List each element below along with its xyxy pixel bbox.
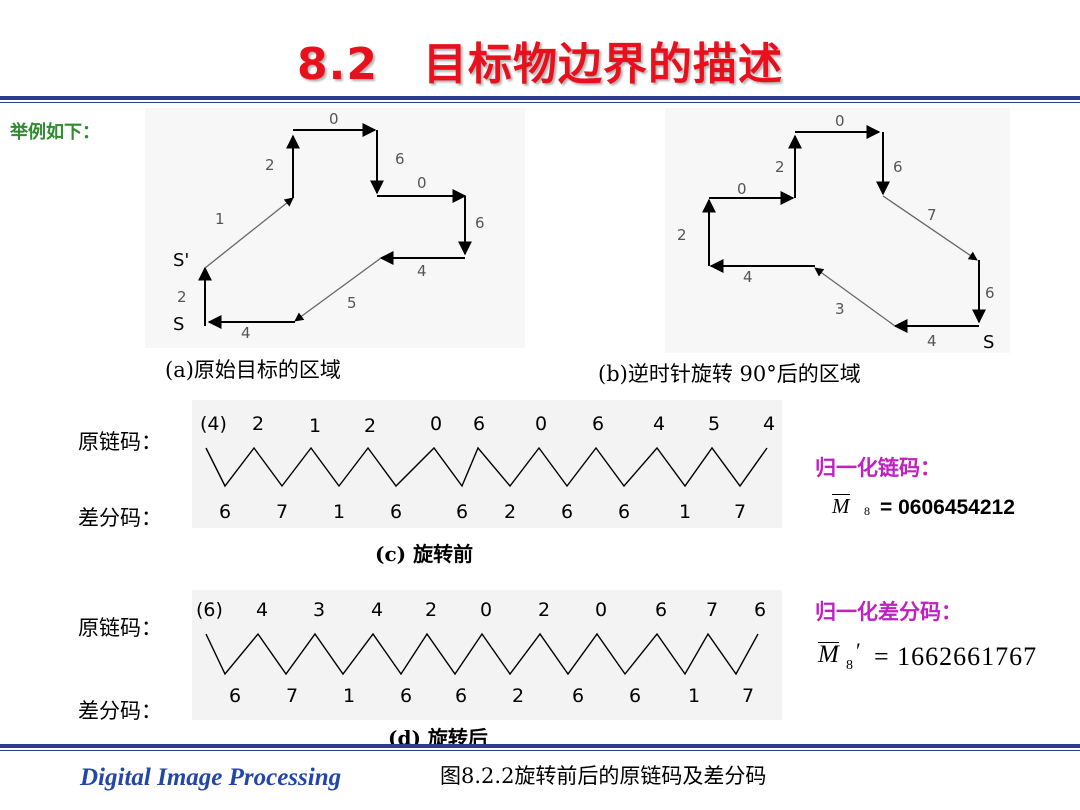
normalized-diff-label: 归一化差分码：: [815, 600, 962, 624]
bottom-rule-thin: [0, 750, 1080, 751]
chain-code: 6: [473, 413, 485, 435]
edge-label: 4: [743, 268, 753, 286]
chain-code-label: 原链码：: [78, 430, 162, 454]
chain-code: (6): [196, 599, 223, 621]
diff-code: 1: [333, 501, 345, 523]
chain-code: 0: [480, 599, 492, 621]
edge-label: 7: [927, 206, 937, 224]
normalized-diff-symbol: M: [818, 641, 839, 668]
figure-b-caption: (b)逆时针旋转 90°后的区域: [598, 362, 861, 386]
edge-label: 6: [893, 158, 903, 176]
edge-label: 0: [737, 180, 747, 198]
edge-label: 6: [395, 150, 405, 168]
chain-code: 6: [592, 413, 604, 435]
edge-label: 5: [347, 294, 357, 312]
edge-label: 0: [835, 112, 845, 130]
diff-code: 6: [572, 685, 584, 707]
chain-code: 4: [763, 413, 775, 435]
footer-course-title: Digital Image Processing: [80, 764, 342, 791]
bottom-rule: [0, 744, 1080, 748]
diff-code: 7: [286, 685, 298, 707]
edge-label: 0: [329, 110, 339, 128]
chain-code: 0: [595, 599, 607, 621]
chain-code: 5: [708, 413, 720, 435]
edge-label: 2: [677, 226, 687, 244]
chain-code: 7: [706, 599, 718, 621]
edge-label: 0: [417, 174, 427, 192]
diff-code-label: 差分码：: [78, 699, 162, 723]
chain-code: 6: [655, 599, 667, 621]
diff-code: 6: [400, 685, 412, 707]
chain-code: 4: [256, 599, 268, 621]
section-c-caption: (c) 旋转前: [375, 542, 474, 566]
edge-label: 2: [265, 156, 275, 174]
edge-label: 4: [241, 324, 251, 342]
diff-code: 6: [561, 501, 573, 523]
diff-code-label: 差分码：: [78, 506, 162, 530]
edge-label: 1: [215, 210, 225, 228]
start-point: S: [173, 314, 184, 335]
diff-code: 1: [688, 685, 700, 707]
diff-code: 2: [512, 685, 524, 707]
diff-code: 6: [456, 501, 468, 523]
chain-code: 4: [653, 413, 665, 435]
figure-a-caption: (a)原始目标的区域: [165, 358, 341, 382]
figure-a: 0 2 6 0 1 6 4 5 2 4 S' S: [145, 108, 525, 348]
top-rule: [0, 96, 1080, 100]
diff-code: 6: [219, 501, 231, 523]
chain-code: 2: [425, 599, 437, 621]
chain-code-label: 原链码：: [78, 616, 162, 640]
diff-code: 7: [742, 685, 754, 707]
example-label: 举例如下：: [10, 122, 100, 143]
edge-label: 2: [775, 158, 785, 176]
edge-label: 6: [475, 214, 485, 232]
start-point: S: [983, 332, 994, 353]
edge-label: 2: [177, 288, 187, 306]
edge-label: 3: [835, 300, 845, 318]
chain-code: (4): [200, 413, 227, 435]
normalized-chain-subscript: 8: [864, 504, 870, 518]
chain-code: 3: [313, 599, 325, 621]
diff-code: 6: [629, 685, 641, 707]
chain-code: 2: [364, 415, 376, 437]
chain-code: 6: [754, 599, 766, 621]
diff-code: 2: [504, 501, 516, 523]
normalized-diff-value: = 1662661767: [874, 642, 1038, 671]
chain-code: 2: [538, 599, 550, 621]
normalized-chain-value: = 0606454212: [880, 496, 1015, 519]
chain-code: 2: [252, 413, 264, 435]
chain-code: 0: [430, 413, 442, 435]
diff-code: 7: [734, 501, 746, 523]
diff-code: 6: [229, 685, 241, 707]
diff-code: 6: [618, 501, 630, 523]
edge-label: 6: [985, 284, 995, 302]
diff-code: 7: [276, 501, 288, 523]
normalized-chain-label: 归一化链码：: [815, 456, 941, 480]
chain-code: 4: [371, 599, 383, 621]
edge-label: 4: [417, 262, 427, 280]
chain-code: 1: [309, 415, 321, 437]
top-rule-thin: [0, 102, 1080, 103]
chain-diff-diagram-d: (6) 4 3 4 2 0 2 0 6 7 6 6 7 1 6 6 2 6 6 …: [192, 590, 782, 720]
diff-code: 1: [343, 685, 355, 707]
chain-code: 0: [535, 413, 547, 435]
start-point-prime: S': [173, 250, 189, 271]
page-title: 8.2 目标物边界的描述: [297, 39, 783, 90]
normalized-chain-symbol: M: [832, 494, 850, 518]
normalized-diff-prime: ′: [856, 638, 861, 663]
chain-diff-diagram-c: (4) 2 1 2 0 6 0 6 4 5 4 6 7 1 6 6 2 6 6 …: [192, 400, 782, 528]
figure-b: 0 2 0 6 7 2 4 6 3 4 S: [665, 108, 1010, 353]
diff-code: 1: [679, 501, 691, 523]
diff-code: 6: [455, 685, 467, 707]
figure-caption: 图8.2.2旋转前后的原链码及差分码: [440, 764, 767, 788]
diff-code: 6: [390, 501, 402, 523]
edge-label: 4: [927, 332, 937, 350]
normalized-diff-subscript: 8: [846, 658, 853, 673]
